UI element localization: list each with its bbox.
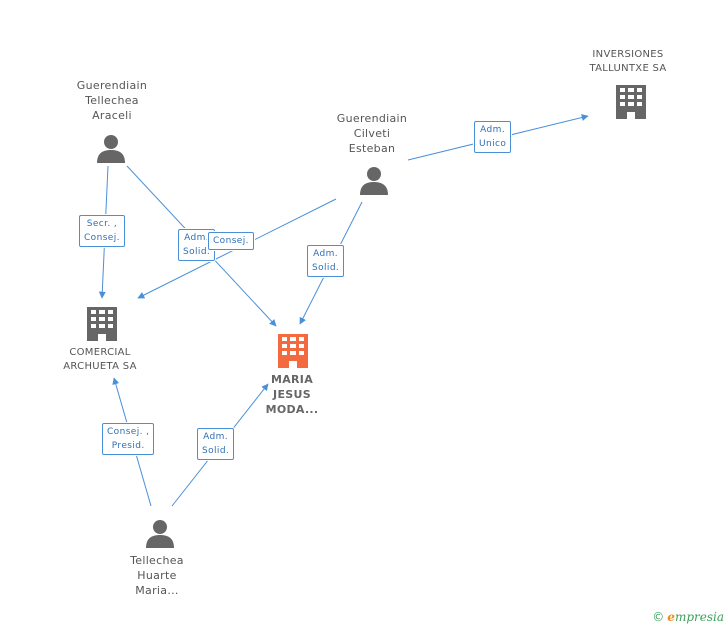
edges xyxy=(98,114,589,507)
empresia-logo: ©empresia xyxy=(652,610,724,624)
building-icon[interactable] xyxy=(616,85,646,119)
edge-label-esteban-maria: Adm. Solid. xyxy=(307,245,345,277)
edge-label-araceli-comercial: Secr. , Consej. xyxy=(79,215,125,247)
node-guerendiain-cilveti-esteban[interactable]: Guerendiain Cilveti Esteban xyxy=(336,112,408,155)
edge-label-tellechea-maria: Adm. Solid. xyxy=(197,428,235,460)
brand-name: mpresia xyxy=(674,610,724,624)
person-icon[interactable] xyxy=(146,520,174,548)
edge-label-esteban-comercial: Consej. xyxy=(208,232,254,250)
brand-initial: e xyxy=(667,610,675,624)
building-icon[interactable] xyxy=(278,334,308,368)
node-maria-jesus-moda[interactable]: MARIA JESUS MODA... xyxy=(265,373,319,416)
node-tellechea-huarte-maria[interactable]: Tellechea Huarte Maria... xyxy=(130,554,184,597)
copyright-symbol: © xyxy=(652,610,665,624)
person-icon[interactable] xyxy=(360,167,388,195)
node-comercial-archueta[interactable]: COMERCIAL ARCHUETA SA xyxy=(63,347,137,372)
edge-label-tellechea-comercial: Consej. , Presid. xyxy=(102,423,155,455)
building-icon[interactable] xyxy=(87,307,117,341)
node-guerendiain-tellechea-araceli[interactable]: Guerendiain Tellechea Araceli xyxy=(76,79,148,122)
edge-label-esteban-inversiones: Adm. Unico xyxy=(474,121,512,153)
node-inversiones-talluntxe[interactable]: INVERSIONES TALLUNTXE SA xyxy=(589,49,667,74)
person-icon[interactable] xyxy=(97,135,125,163)
